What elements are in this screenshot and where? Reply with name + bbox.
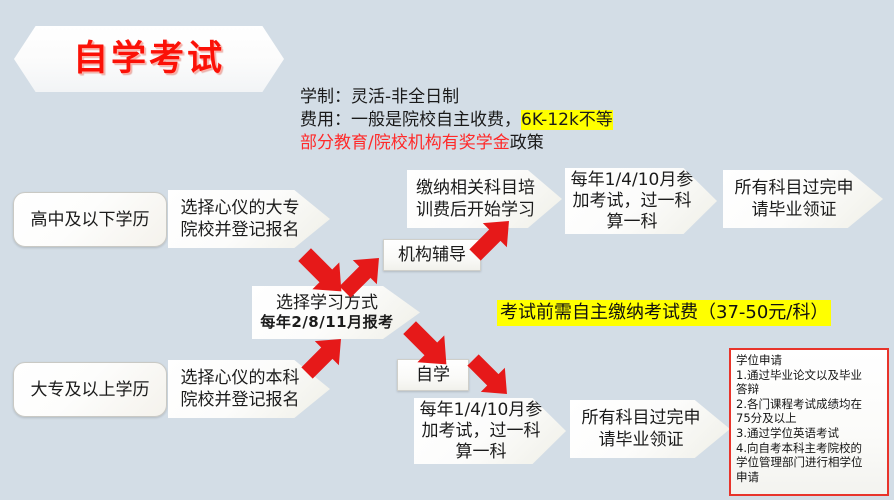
node-register-bottom-l2: 院校并登记报名 (180, 390, 300, 410)
exam-fee-note: 考试前需自主缴纳考试费（37-50元/科） (497, 300, 832, 326)
node-entry-top-label: 高中及以下学历 (30, 209, 150, 230)
node-choose-mode[interactable]: 选择学习方式 每年2/8/11月报考 (252, 286, 420, 339)
node-register-bottom[interactable]: 选择心仪的本科 院校并登记报名 (168, 360, 330, 418)
info-scholarship-red: 部分教育/院校机构有奖学金 (300, 133, 510, 153)
degree-application-box: 学位申请 1.通过毕业论文以及毕业 答辩 2.各门课程考试成绩均在 75分及以上… (729, 348, 889, 496)
node-graduate-bottom-l2: 请毕业领证 (598, 430, 684, 450)
title-banner: 自学考试 (14, 26, 284, 92)
degree-box-item: 2.各门课程考试成绩均在 (736, 396, 862, 411)
node-graduate-top-l2: 请毕业领证 (751, 200, 837, 220)
page-title: 自学考试 (72, 38, 225, 79)
node-exam-top[interactable]: 每年1/4/10月参 加考试，过一科 算一科 (565, 168, 717, 234)
info-scholarship-rest: 政策 (509, 133, 544, 153)
degree-box-item: 1.通过毕业论文以及毕业 (736, 367, 862, 382)
node-register-bottom-l1: 选择心仪的本科 (180, 368, 300, 388)
degree-box-title: 学位申请 (736, 353, 782, 367)
info-line-fee: 费用：一般是院校自主收费，6K-12k不等 (300, 109, 613, 132)
node-exam-bottom-l1: 每年1/4/10月参 (419, 399, 543, 420)
node-graduate-bottom-l1: 所有科目过完申 (581, 408, 701, 428)
node-graduate-top[interactable]: 所有科目过完申 请毕业领证 (723, 170, 883, 228)
degree-box-item: 申请 (736, 469, 759, 484)
degree-box-item: 答辩 (736, 382, 759, 397)
node-choose-mode-label: 选择学习方式 (276, 292, 378, 313)
arrow-down-right-to-exam (464, 354, 516, 399)
node-entry-bottom-label: 大专及以上学历 (30, 379, 150, 400)
arrow-down-right-top-branch (295, 248, 351, 297)
degree-box-item: 75分及以上 (736, 411, 797, 426)
arrow-up-right-to-tutor (336, 253, 388, 298)
node-branch-self-label: 自学 (416, 365, 450, 385)
info-schooling-text: 学制：灵活-非全日制 (300, 87, 460, 107)
node-graduate-bottom[interactable]: 所有科目过完申 请毕业领证 (570, 400, 730, 458)
node-exam-top-l3: 算一科 (606, 211, 658, 232)
node-exam-top-l2: 加考试，过一科 (572, 190, 692, 211)
info-fee-prefix: 费用：一般是院校自主收费， (300, 110, 521, 130)
node-entry-top[interactable]: 高中及以下学历 (13, 192, 167, 247)
node-exam-bottom[interactable]: 每年1/4/10月参 加考试，过一科 算一科 (414, 398, 566, 464)
node-register-top[interactable]: 选择心仪的大专 院校并登记报名 (168, 190, 330, 248)
info-fee-highlight: 6K-12k不等 (521, 110, 613, 130)
arrow-down-right-to-self (400, 321, 456, 370)
node-exam-bottom-l2: 加考试，过一科 (421, 420, 541, 441)
info-line-schooling: 学制：灵活-非全日制 (300, 86, 613, 109)
node-pay-training[interactable]: 缴纳相关科目培 训费后开始学习 (407, 170, 562, 228)
info-block: 学制：灵活-非全日制 费用：一般是院校自主收费，6K-12k不等 部分教育/院校… (300, 86, 613, 155)
node-branch-self[interactable]: 自学 (397, 359, 469, 391)
exam-fee-note-text: 考试前需自主缴纳考试费（37-50元/科） (500, 302, 829, 323)
info-line-scholarship: 部分教育/院校机构有奖学金政策 (300, 132, 613, 155)
node-pay-training-l2: 训费后开始学习 (416, 200, 535, 220)
node-branch-tutor-label: 机构辅导 (398, 245, 466, 265)
node-graduate-top-l1: 所有科目过完申 (734, 178, 854, 198)
node-pay-training-l1: 缴纳相关科目培 (416, 178, 535, 198)
degree-box-item: 4.向自考本科主考院校的 (736, 440, 862, 455)
node-entry-bottom[interactable]: 大专及以上学历 (13, 362, 167, 417)
node-choose-mode-sub: 每年2/8/11月报考 (260, 312, 394, 331)
node-branch-tutor[interactable]: 机构辅导 (383, 239, 481, 271)
arrow-up-right-from-bachelor (298, 334, 350, 379)
node-exam-top-l1: 每年1/4/10月参 (570, 169, 694, 190)
degree-box-item: 学位管理部门进行相学位 (736, 455, 863, 470)
degree-box-item: 3.通过学位英语考试 (736, 425, 839, 440)
node-exam-bottom-l3: 算一科 (455, 441, 507, 462)
node-register-top-l1: 选择心仪的大专 (180, 198, 300, 218)
node-register-top-l2: 院校并登记报名 (180, 220, 300, 240)
arrow-up-right-to-training (466, 216, 518, 261)
